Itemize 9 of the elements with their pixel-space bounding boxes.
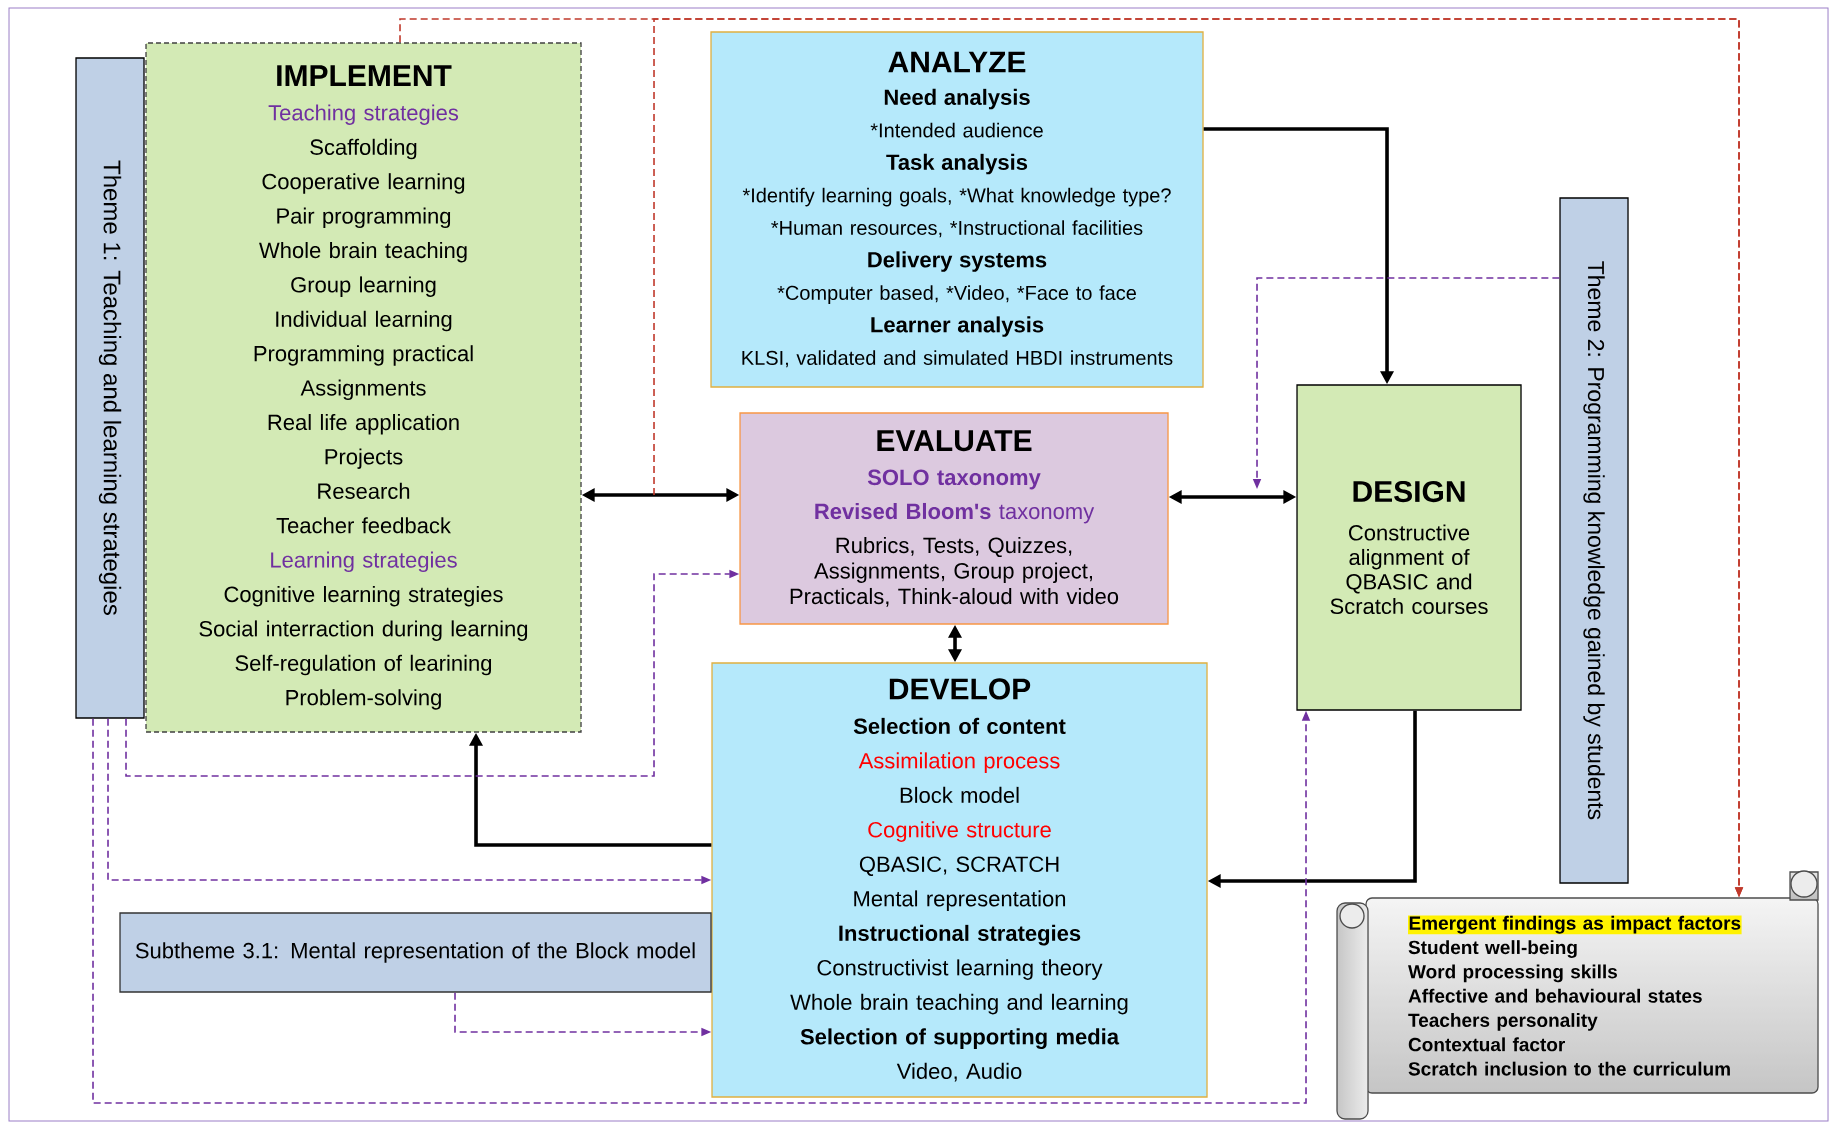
scroll-banner: Emergent findings as impact factors Student well-being Word processing skills Affective and behavioural states Teachers personality Contextual factor Scratch inclusion to the curriculum <box>1336 870 1819 1120</box>
phase-box: EVALUATE SOLO taxonomy Revised Bloom's taxonomy Rubrics, Tests, Quizzes, Assignments, Group project, Practicals, Think-aloud with video <box>739 412 1169 625</box>
subtheme-box: Subtheme 3.1: Mental representation of the Block model <box>119 912 712 993</box>
theme-bar: Theme 1: Teaching and learning strategies <box>75 57 145 719</box>
phase-box: ANALYZE Need analysis *Intended audience Task analysis *Identify learning goals, *What knowledge type? *Human resources, *Instructional facilities Delivery systems *Computer based, *Video, *Face to face Learner analysis KLSI, validated and simulated HBDI instruments <box>710 31 1204 388</box>
phase-box: IMPLEMENT Teaching strategies Scaffolding Cooperative learning Pair programming Whole brain teaching Group learning Individual learning Programming practical Assignments Real life application Projects Research Teacher feedback Learning strategies Cognitive learning strategies Social interraction during learning Self-regulation of learining Problem-solving <box>145 42 582 733</box>
theme-bar: Theme 2: Programming knowledge gained by students <box>1559 197 1629 884</box>
phase-box: DESIGN Constructive alignment of QBASIC and Scratch courses <box>1296 384 1522 711</box>
phase-box: DEVELOP Selection of content Assimilation process Block model Cognitive structure QBASIC, SCRATCH Mental representation Instructional strategies Constructivist learning theory Whole brain teaching and learning Selection of supporting media Video, Audio <box>711 662 1208 1098</box>
